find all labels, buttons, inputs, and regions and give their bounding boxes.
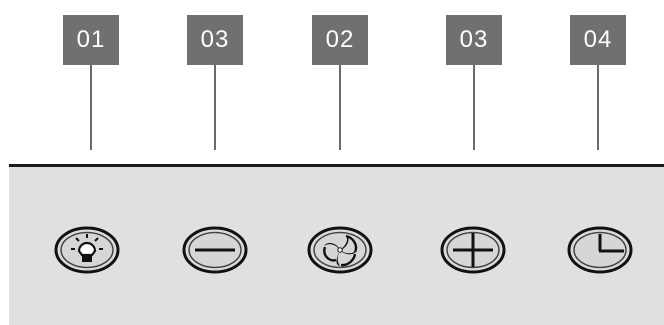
callout-label-3: 02 (312, 15, 368, 65)
callout-label-5: 04 (570, 15, 626, 65)
light-icon (54, 226, 120, 274)
leader-line-4 (473, 65, 475, 150)
timer-button[interactable] (566, 224, 634, 276)
leader-line-3 (339, 65, 341, 150)
fan-button[interactable] (306, 224, 374, 276)
callout-label-1: 01 (63, 15, 119, 65)
leader-line-1 (90, 65, 92, 150)
speed-down-button[interactable] (181, 224, 249, 276)
callout-label-2: 03 (187, 15, 243, 65)
light-button[interactable] (53, 224, 121, 276)
plus-icon (440, 226, 506, 274)
leader-line-5 (597, 65, 599, 150)
speed-up-button[interactable] (439, 224, 507, 276)
fan-icon (307, 226, 373, 274)
callout-label-4: 03 (446, 15, 502, 65)
timer-icon (567, 226, 633, 274)
minus-icon (182, 226, 248, 274)
leader-line-2 (214, 65, 216, 150)
